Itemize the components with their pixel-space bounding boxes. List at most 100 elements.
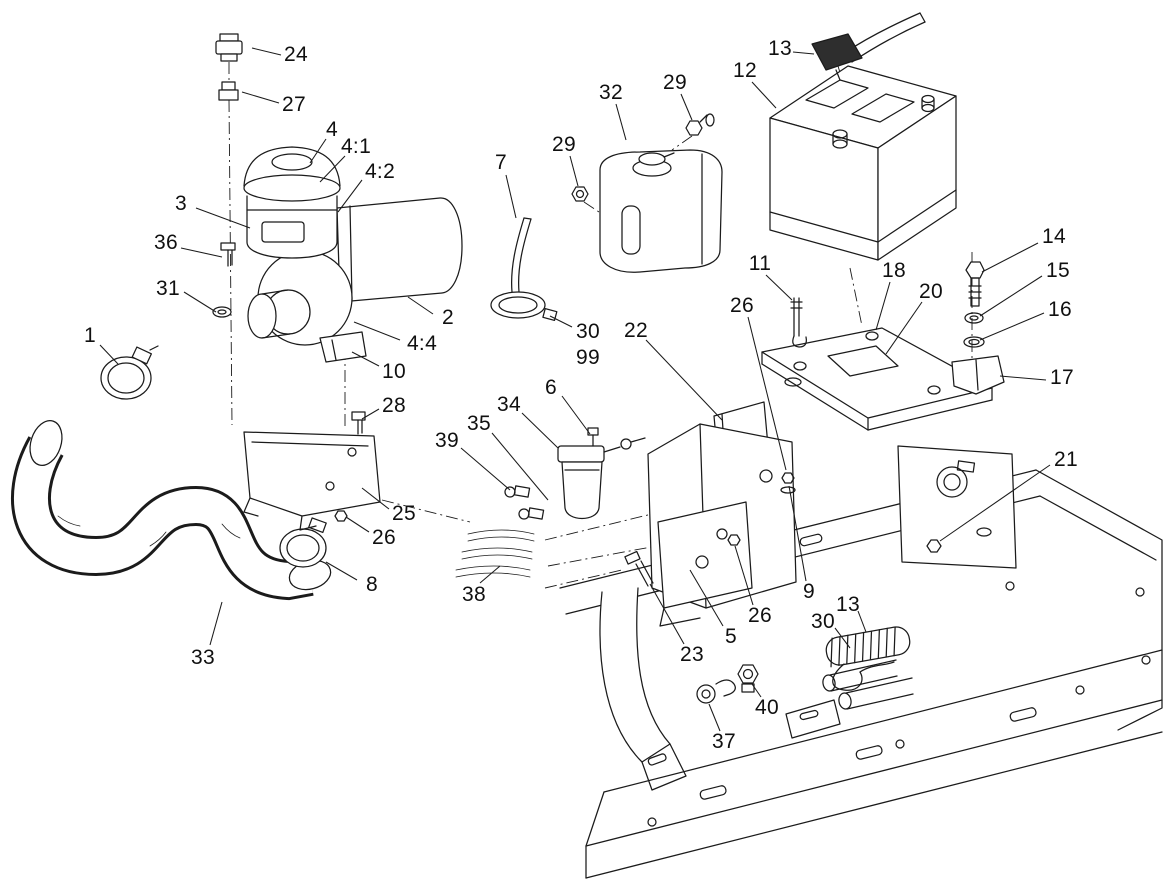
- callout-label-13-28: 13: [768, 37, 792, 60]
- bracket-5: [657, 501, 753, 627]
- callout-label-6-21: 6: [545, 376, 557, 399]
- battery-12: [769, 65, 957, 261]
- leader-line-29-27: [680, 93, 693, 121]
- leader-line-5-42: [689, 569, 724, 627]
- leader-line-31-7: [183, 291, 217, 313]
- leader-line-25-13: [361, 487, 390, 510]
- cable-tube-13-30: [822, 626, 914, 710]
- leader-line-4-1-3: [319, 155, 346, 183]
- leader-line-20-34: [885, 301, 923, 355]
- nut-26-bracket: [334, 510, 348, 522]
- leader-line-7-24: [505, 174, 517, 219]
- leader-line-39-18: [460, 447, 511, 491]
- callout-label-33-16: 33: [191, 646, 215, 669]
- battery-tray-20: [761, 327, 993, 431]
- callout-label-29-25: 29: [552, 133, 576, 156]
- callout-label-4-2-4: 4:2: [364, 160, 396, 183]
- leader-line-1-8: [99, 344, 119, 365]
- air-cleaner-dome-4: [243, 146, 341, 202]
- callout-label-30-22: 30: [576, 320, 600, 343]
- leader-line-38-17: [479, 565, 501, 584]
- washer-pin-37: [696, 679, 736, 704]
- leader-line-33-16: [209, 601, 223, 646]
- callout-label-26-41: 26: [748, 604, 772, 627]
- leader-line-6-21: [561, 395, 591, 435]
- engine-mount-right: [897, 445, 1017, 569]
- leader-line-8-15: [325, 561, 358, 581]
- leader-line-26-41: [734, 545, 754, 606]
- callout-label-28-12: 28: [382, 394, 406, 417]
- leader-line-29-25: [569, 155, 579, 187]
- leader-line-32-26: [615, 103, 627, 141]
- callout-label-21-39: 21: [1054, 448, 1078, 471]
- leader-line-37-47: [708, 703, 721, 732]
- callout-label-12-29: 12: [733, 59, 757, 82]
- leader-line-26-32: [747, 316, 787, 471]
- bracket-10: [319, 331, 367, 363]
- callout-label-4-4-10: 4:4: [406, 332, 438, 355]
- callout-label-15-36: 15: [1046, 259, 1070, 282]
- callout-label-5-42: 5: [725, 625, 737, 648]
- leader-line-14-35: [981, 242, 1039, 273]
- callout-label-32-26: 32: [599, 81, 623, 104]
- leader-line-10-11: [351, 351, 380, 367]
- callout-label-23-43: 23: [680, 643, 704, 666]
- callout-label-99-23: 99: [576, 346, 600, 369]
- leader-line-28-12: [361, 408, 380, 420]
- callout-label-25-13: 25: [392, 502, 416, 525]
- leader-line-12-29: [751, 81, 777, 109]
- leader-line-35-19: [491, 432, 549, 501]
- callout-label-22-30: 22: [624, 319, 648, 342]
- washer-31: [212, 306, 232, 318]
- leader-line-23-43: [649, 583, 685, 645]
- frame-curved-bracket: [599, 587, 687, 791]
- callout-label-36-6: 36: [154, 231, 178, 254]
- handle-7: [490, 217, 558, 322]
- fuel-filter-34-35: [557, 427, 646, 520]
- air-cleaner-housing-3: [246, 195, 338, 259]
- leader-line-13-28: [792, 51, 815, 55]
- callout-label-38-17: 38: [462, 583, 486, 606]
- bolt-28: [351, 411, 366, 435]
- cap-24: [215, 33, 243, 62]
- callout-label-40-46: 40: [755, 696, 779, 719]
- leader-line-18-33: [875, 281, 891, 331]
- hardware-left-plate: [727, 472, 796, 546]
- air-cleaner-body-2: [336, 197, 463, 303]
- callout-label-31-7: 31: [156, 277, 180, 300]
- hose-clamp-8: [279, 517, 327, 568]
- leader-line-4-2-4: [337, 179, 363, 213]
- leader-line-36-6: [180, 247, 223, 258]
- callout-label-9-40: 9: [803, 580, 815, 603]
- leader-line-2-9: [407, 296, 434, 315]
- leader-line-26-14: [345, 516, 370, 533]
- callout-label-17-38: 17: [1050, 366, 1074, 389]
- bolt-23: [624, 550, 654, 587]
- callout-label-4-2: 4: [326, 118, 338, 141]
- mount-bracket-25: [243, 431, 381, 531]
- callout-label-8-15: 8: [366, 573, 378, 596]
- nut-29-left: [571, 186, 589, 202]
- hose-clamp-1: [100, 345, 159, 400]
- blower-housing-4-4: [247, 250, 353, 346]
- callout-label-27-1: 27: [282, 93, 306, 116]
- callout-label-37-47: 37: [712, 730, 736, 753]
- callout-label-11-31: 11: [748, 252, 772, 275]
- leader-line-22-30: [645, 339, 723, 421]
- bolt-40: [737, 664, 759, 693]
- j-bolt-11: [790, 297, 807, 348]
- callout-label-24-0: 24: [284, 43, 308, 66]
- callout-label-18-33: 18: [882, 259, 906, 282]
- leader-line-30-22: [549, 315, 573, 328]
- callout-label-26-32: 26: [730, 294, 754, 317]
- leader-line-3-5: [195, 207, 251, 229]
- callout-label-14-35: 14: [1042, 225, 1066, 248]
- callout-label-26-14: 26: [372, 526, 396, 549]
- leader-line-4-4-10: [353, 321, 401, 341]
- callout-label-1-8: 1: [84, 324, 96, 347]
- leader-lines: [99, 47, 1051, 732]
- leader-line-40-46: [751, 683, 762, 698]
- callout-label-4-1-3: 4:1: [340, 135, 372, 158]
